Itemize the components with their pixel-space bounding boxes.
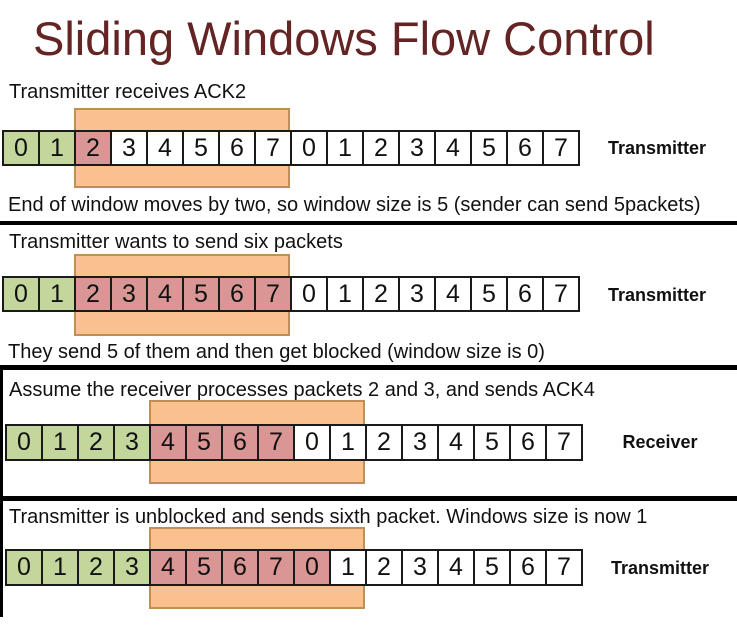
sequence-cell-10: 2 [365, 549, 403, 586]
sequence-cell-7: 7 [257, 549, 295, 586]
sequence-cell-14: 6 [509, 424, 547, 461]
sequence-cell-10: 2 [362, 276, 400, 312]
sequence-cell-12: 4 [437, 549, 475, 586]
sequence-cell-13: 5 [473, 549, 511, 586]
sequence-cell-14: 6 [509, 549, 547, 586]
sequence-cell-5: 5 [185, 549, 223, 586]
sequence-cell-7: 7 [254, 130, 292, 166]
sequence-cell-7: 7 [257, 424, 295, 461]
sequence-cell-6: 6 [218, 276, 256, 312]
sequence-cell-15: 7 [542, 130, 580, 166]
sequence-cell-4: 4 [146, 130, 184, 166]
sequence-cell-1: 1 [41, 549, 79, 586]
sequence-cell-8: 0 [293, 549, 331, 586]
sequence-cell-0: 0 [5, 549, 43, 586]
sequence-cell-1: 1 [41, 424, 79, 461]
sequence-cell-11: 3 [401, 424, 439, 461]
step-1-caption: Transmitter receives ACK2 [9, 81, 247, 103]
sequence-cell-11: 3 [401, 549, 439, 586]
sequence-cell-5: 5 [185, 424, 223, 461]
sequence-cell-4: 4 [149, 549, 187, 586]
sequence-cell-3: 3 [110, 130, 148, 166]
sequence-cell-13: 5 [470, 276, 508, 312]
sequence-cell-8: 0 [290, 130, 328, 166]
step-2-footer: They send 5 of them and then get blocked… [8, 341, 545, 363]
sequence-cell-15: 7 [542, 276, 580, 312]
sequence-cell-3: 3 [113, 549, 151, 586]
sequence-cell-10: 2 [362, 130, 400, 166]
sequence-cell-15: 7 [545, 424, 583, 461]
sequence-cell-1: 1 [38, 130, 76, 166]
slide-title: Sliding Windows Flow Control [33, 12, 655, 65]
sequence-cell-2: 2 [74, 276, 112, 312]
step-3-caption: Assume the receiver processes packets 2 … [9, 379, 595, 401]
sequence-cell-5: 5 [182, 276, 220, 312]
sequence-cell-0: 0 [2, 276, 40, 312]
sequence-cell-12: 4 [434, 130, 472, 166]
sequence-cell-6: 6 [218, 130, 256, 166]
sequence-cell-5: 5 [182, 130, 220, 166]
sequence-cell-6: 6 [221, 549, 259, 586]
sequence-cell-8: 0 [290, 276, 328, 312]
sequence-cell-14: 6 [506, 276, 544, 312]
sequence-cell-12: 4 [437, 424, 475, 461]
step-3-section: Assume the receiver processes packets 2 … [0, 370, 737, 496]
section-divider [0, 496, 737, 501]
sequence-cell-2: 2 [74, 130, 112, 166]
sequence-cell-10: 2 [365, 424, 403, 461]
sequence-cell-9: 1 [329, 549, 367, 586]
sequence-cell-0: 0 [5, 424, 43, 461]
sequence-cell-9: 1 [326, 130, 364, 166]
sequence-cell-15: 7 [545, 549, 583, 586]
sequence-cell-11: 3 [398, 276, 436, 312]
sequence-cell-8: 0 [293, 424, 331, 461]
sequence-cell-6: 6 [221, 424, 259, 461]
sequence-cell-12: 4 [434, 276, 472, 312]
step-2-caption: Transmitter wants to send six packets [9, 231, 343, 253]
step-4-caption: Transmitter is unblocked and sends sixth… [9, 506, 648, 528]
sequence-cell-3: 3 [110, 276, 148, 312]
row-label: Receiver [622, 431, 698, 452]
sequence-cell-7: 7 [254, 276, 292, 312]
sequence-cell-13: 5 [473, 424, 511, 461]
row-label: Transmitter [607, 137, 707, 158]
section-divider [0, 221, 737, 225]
row-label: Transmitter [607, 284, 707, 305]
sequence-cell-11: 3 [398, 130, 436, 166]
sequence-cell-2: 2 [77, 424, 115, 461]
sequence-cell-2: 2 [77, 549, 115, 586]
sequence-cell-0: 0 [2, 130, 40, 166]
sequence-cell-13: 5 [470, 130, 508, 166]
sequence-cell-14: 6 [506, 130, 544, 166]
sequence-cell-9: 1 [326, 276, 364, 312]
section-divider [0, 365, 737, 370]
step-4-section: Transmitter is unblocked and sends sixth… [0, 501, 737, 617]
sequence-cell-4: 4 [146, 276, 184, 312]
sequence-cell-3: 3 [113, 424, 151, 461]
sequence-cell-4: 4 [149, 424, 187, 461]
step-1-footer: End of window moves by two, so window si… [8, 194, 701, 216]
row-label: Transmitter [610, 557, 710, 578]
sequence-cell-9: 1 [329, 424, 367, 461]
sequence-cell-1: 1 [38, 276, 76, 312]
